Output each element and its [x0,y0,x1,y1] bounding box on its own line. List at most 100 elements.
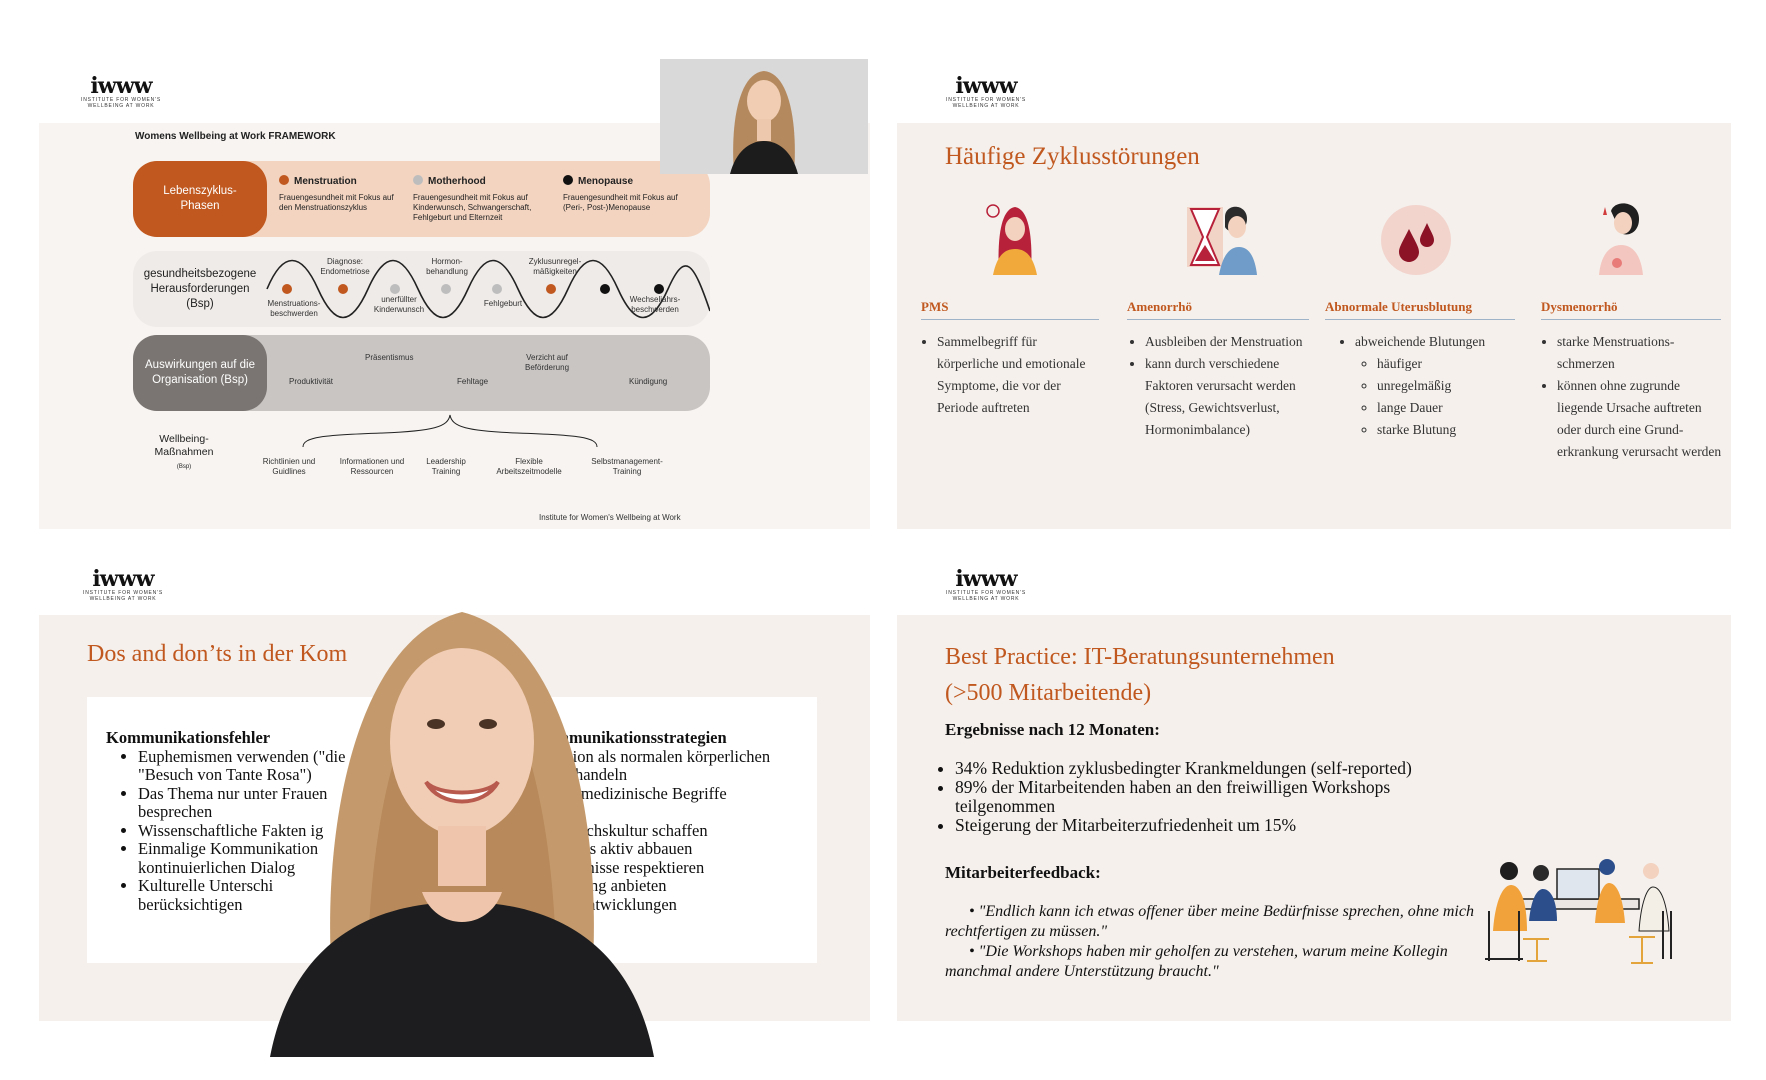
quote-1: • "Endlich kann ich etwas offener über m… [945,903,1474,940]
woman-cramps-icon [1599,203,1643,275]
challenge-hormonbehandlung: Hormon-behandlung [426,257,468,276]
wave-dot-7 [600,284,610,294]
slide-best-practice: iwww INSTITUTE FOR WOMEN'S WELLBEING AT … [883,540,1766,1080]
zyklus-title: Häufige Zyklusstörungen [945,143,1200,170]
right-item-1: ruation als normalen körperlichen [547,746,771,766]
right-heading: ommunikationsstrategien [547,728,727,747]
challenge-menstruationsbeschwerden: Menstruations-beschwerden [267,299,321,318]
impact-fehltage: Fehltage [457,377,489,386]
challenge-wechseljahre: Wechseljahrs-beschwerden [629,295,681,314]
menstruation-dot [279,175,289,185]
framework-footer: Institute for Women's Wellbeing at Work [539,513,681,522]
col-head-amenorrhoe: Amenorrhö [1127,299,1309,320]
challenge-endometriose: Diagnose: Endometriose [320,257,370,276]
wave-dot-1 [282,284,292,294]
best-practice-title: Best Practice: IT-Beratungsunternehmen (… [945,644,1335,706]
impact-produktivitaet: Produktivität [289,377,334,386]
col-body-dysmenorrhoe: starke Menstruations-schmerzen können oh… [1531,331,1727,463]
menopause-dot [563,175,573,185]
woman-stress-icon [986,204,1037,275]
challenges-row: gesundheitsbezogene Herausforderungen (B… [133,251,710,327]
uterus-item: abweichende Blutungen häufiger unregelmä… [1355,331,1519,441]
uterus-sub-4: starke Blutung [1377,419,1519,441]
framework-title: Womens Wellbeing at Work FRAMEWORK [135,131,336,142]
team-meeting-illustration-icon [1485,859,1672,964]
left-item-1: Euphemismen verwenden ("die"Besuch von T… [138,747,346,785]
challenge-kinderwunsch: unerfüllter Kinderwunsch [373,295,425,314]
feedback-heading: Mitarbeiterfeedback: [945,863,1101,882]
col-body-amenorrhoe: Ausbleiben der Menstruation kann durch v… [1119,331,1309,441]
presenter-person-icon [270,612,654,1057]
col-body-uterusblutung: abweichende Blutungen häufiger unregelmä… [1329,331,1519,441]
uterus-sub-3: lange Dauer [1377,397,1519,419]
presenter-video-overlay[interactable] [250,572,674,1057]
presenter-video-thumbnail[interactable] [660,59,868,174]
dysmenorrhoe-item-1: starke Menstruations-schmerzen [1557,331,1727,375]
iwww-logo: iwww INSTITUTE FOR WOMEN'S WELLBEING AT … [81,73,161,109]
motherhood-dot [413,175,423,185]
iwww-logo: iwww INSTITUTE FOR WOMEN'S WELLBEING AT … [946,566,1026,602]
wave-dot-4 [441,284,451,294]
impact-kuendigung: Kündigung [629,377,668,386]
slide-framework: iwww INSTITUTE FOR WOMEN'S WELLBEING AT … [0,0,883,540]
results-list: 34% Reduktion zyklusbedingter Krankmeldu… [919,759,1439,835]
right-item-7: dürfnisse respektieren [559,857,705,877]
left-column: Kommunikationsfehler Euphemismen verwend… [106,728,346,914]
presenter-silhouette-icon [730,71,798,174]
wave-dot-5 [492,284,502,294]
challenges-label: gesundheitsbezogene Herausforderungen (B… [143,267,257,310]
result-item-2: 89% der Mitarbeitenden haben an den frei… [955,778,1439,816]
iwww-logo: iwww INSTITUTE FOR WOMEN'S WELLBEING AT … [83,566,163,602]
feedback-quotes: • "Endlich kann ich etwas offener über m… [945,902,1475,982]
left-item-4: Einmalige Kommunikationkontinuierlichen … [138,839,346,877]
challenge-zyklus: Zyklusunregel-mäßigkeiten [528,257,582,276]
challenge-fehlgeburt: Fehlgeburt [483,299,523,308]
measure-informationen: Informationen und Ressourcen [339,457,405,476]
pms-item: Sammelbegriff für körperliche und emotio… [937,331,1091,419]
lifecycle-label: Lebenszyklus-Phasen [133,161,267,237]
wave-dot-6 [546,284,556,294]
uterus-sub-1: häufiger [1377,353,1519,375]
right-item-5: sprächskultur schaffen [559,820,708,840]
drops-svg [1399,223,1434,262]
impact-label: Auswirkungen auf die Organisation (Bsp) [133,335,267,411]
result-item-3: Steigerung der Mitarbeiterzufriedenheit … [955,816,1439,835]
col-head-dysmenorrhoe: Dysmenorrhö [1541,299,1721,320]
right-item-9: Entwicklungen [577,894,677,914]
slide-dos-donts: iwww INSTITUTE FOR WOMEN'S WELLBEING AT … [0,540,883,1080]
measures-label: Wellbeing-Maßnahmen(Bsp) [154,433,214,470]
impact-praesentismus: Präsentismus [365,353,414,362]
impact-befoerderung: Verzicht auf Beförderung [524,353,570,372]
impact-row: Auswirkungen auf die Organisation (Bsp) … [133,335,710,411]
measure-flexible: Flexible Arbeitszeitmodelle [496,457,562,476]
wave-dot-3 [390,284,400,294]
left-item-3: Wissenschaftliche Fakten ig [138,821,346,841]
challenges-wave [266,259,710,319]
measures-brace [302,414,598,448]
blood-drops-icon [1381,205,1451,275]
dos-title: Dos and don’ts in der Kom [87,641,348,667]
results-heading: Ergebnisse nach 12 Monaten: [945,720,1160,739]
slide-zyklusstoerungen: iwww INSTITUTE FOR WOMEN'S WELLBEING AT … [883,0,1766,540]
lifecycle-row: Lebenszyklus-Phasen Menstruation Fraueng… [133,161,710,237]
iwww-logo: iwww INSTITUTE FOR WOMEN'S WELLBEING AT … [946,73,1026,109]
wave-dot-8 [654,284,664,294]
phase-menopause: Menopause Frauengesundheit mit Fokus auf… [563,175,678,212]
dysmenorrhoe-item-2: können ohne zugrunde liegende Ursache au… [1557,375,1727,463]
result-item-1: 34% Reduktion zyklusbedingter Krankmeldu… [955,759,1439,778]
right-item-3: he, medizinische Begriffe [557,783,727,803]
phase-motherhood: Motherhood Frauengesundheit mit Fokus au… [413,175,532,222]
measure-richtlinien: Richtlinien und Guidlines [262,457,316,476]
measure-leadership: Leadership Training [426,457,466,476]
col-body-pms: Sammelbegriff für körperliche und emotio… [911,331,1091,419]
amenorrhoe-item-2: kann durch verschiedene Faktoren verursa… [1145,353,1309,441]
col-head-uterusblutung: Abnormale Uterusblutung [1325,299,1515,320]
framework-slide-canvas: Womens Wellbeing at Work FRAMEWORK Leben… [39,123,870,529]
best-practice-canvas: Best Practice: IT-Beratungsunternehmen (… [897,615,1731,1021]
right-item-6: Tabus aktiv abbauen [557,839,693,858]
wave-dot-2 [338,284,348,294]
left-heading: Kommunikationsfehler [106,728,271,747]
right-column: ommunikationsstrategien ruation als norm… [547,728,817,914]
